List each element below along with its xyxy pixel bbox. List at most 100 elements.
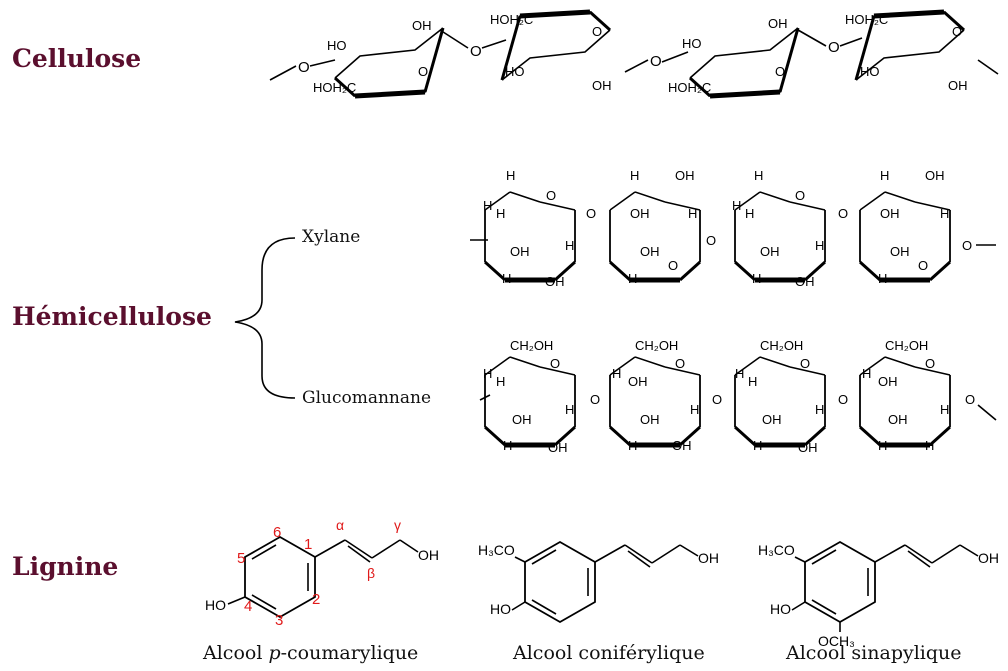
atom-ch2oh: CH₂OH — [760, 338, 803, 353]
atom-oh: OH — [672, 438, 692, 453]
atom-h3co: H₃CO — [478, 542, 515, 558]
ring-number-4: 4 — [244, 598, 252, 615]
sinapyl-alcohol-caption: Alcool sinapylique — [786, 642, 962, 664]
atom-o: O — [675, 356, 685, 371]
atom-o: O — [706, 233, 716, 248]
ring-number-3: 3 — [275, 612, 283, 629]
atom-oh: OH — [880, 206, 900, 221]
atom-h: H — [878, 438, 887, 453]
atom-h: H — [690, 402, 699, 417]
alpha-label: α — [336, 517, 344, 533]
atom-h: H — [732, 198, 741, 213]
caption-italic-p: p — [268, 642, 281, 664]
atom-h: H — [925, 438, 934, 453]
atom-h: H — [815, 238, 824, 253]
atom-h: H — [565, 238, 574, 253]
atom-oh: OH — [890, 244, 910, 259]
atom-h: H — [565, 402, 574, 417]
atom-o: O — [546, 188, 556, 203]
atom-oh: OH — [510, 244, 530, 259]
atom-oh: OH — [512, 412, 532, 427]
atom-oh: OH — [795, 274, 815, 289]
sinapyl-alcohol-structure: OH H₃CO HO OCH₃ — [758, 541, 999, 649]
atom-oh: OH — [978, 550, 999, 566]
atom-hoh2c: HOH₂C — [313, 80, 356, 95]
atom-o: O — [795, 188, 805, 203]
atom-oh: OH — [640, 412, 660, 427]
atom-oh: OH — [925, 168, 945, 183]
atom-oh: OH — [948, 78, 968, 93]
atom-oh: OH — [798, 440, 818, 455]
lignine-label: Lignine — [12, 552, 119, 581]
atom-oh: OH — [412, 18, 432, 33]
cellulose-label: Cellulose — [12, 44, 142, 73]
atom-o: O — [775, 64, 785, 79]
atom-ho: HO — [860, 64, 880, 79]
hemicellulose-brace — [234, 237, 296, 399]
glucomannane-structure: CH₂OH H H O OH H H OH O CH₂OH H OH O OH … — [479, 338, 997, 455]
atom-oh: OH — [760, 244, 780, 259]
atom-h: H — [735, 366, 744, 381]
atom-h: H — [862, 366, 871, 381]
caption-suffix: -coumarylique — [280, 642, 419, 664]
atom-h: H — [940, 206, 949, 221]
atom-h: H — [502, 271, 511, 286]
atom-h: H — [496, 206, 505, 221]
atom-o: O — [298, 59, 310, 76]
atom-ch2oh: CH₂OH — [885, 338, 928, 353]
atom-oh: OH — [628, 374, 648, 389]
atom-och3: OCH₃ — [818, 633, 855, 649]
atom-o: O — [965, 392, 975, 407]
atom-o: O — [962, 238, 972, 253]
atom-oh: OH — [878, 374, 898, 389]
ring-number-1: 1 — [304, 536, 312, 553]
atom-oh: OH — [545, 274, 565, 289]
atom-h: H — [503, 438, 512, 453]
ring-number-2: 2 — [312, 591, 320, 608]
atom-h: H — [880, 168, 889, 183]
xylane-structure: H H H O OH H H OH O H OH OH H OH H O O H… — [470, 168, 996, 289]
atom-o: O — [586, 206, 596, 221]
atom-ho: HO — [505, 64, 525, 79]
atom-o: O — [418, 64, 428, 79]
ring-number-6: 6 — [273, 524, 281, 541]
glucomannane-label: Glucomannane — [302, 388, 432, 408]
xylane-label: Xylane — [302, 227, 361, 247]
atom-h3co: H₃CO — [758, 542, 795, 558]
atom-o: O — [590, 392, 600, 407]
atom-h: H — [754, 168, 763, 183]
hemicellulose-label: Hémicellulose — [12, 302, 212, 331]
atom-h: H — [612, 366, 621, 381]
atom-o: O — [800, 356, 810, 371]
atom-ch2oh: CH₂OH — [510, 338, 553, 353]
atom-hoh2c: HOH₂C — [845, 12, 888, 27]
atom-h: H — [878, 271, 887, 286]
atom-h: H — [745, 206, 754, 221]
atom-hoh2c: HOH₂C — [490, 12, 533, 27]
atom-h: H — [815, 402, 824, 417]
atom-h: H — [753, 438, 762, 453]
atom-oh: OH — [762, 412, 782, 427]
coniferyl-alcohol-caption: Alcool coniférylique — [513, 642, 705, 664]
atom-oh: OH — [548, 440, 568, 455]
p-coumaryl-alcohol-structure: OH HO 1 2 3 4 5 6 α β γ — [205, 517, 439, 629]
coniferyl-alcohol-structure: OH H₃CO HO — [478, 541, 719, 623]
p-coumaryl-alcohol-caption: Alcool p-coumarylique — [203, 642, 418, 664]
atom-oh: OH — [418, 547, 439, 563]
atom-ho: HO — [770, 601, 791, 617]
atom-ho: HO — [205, 597, 226, 613]
atom-h: H — [940, 402, 949, 417]
atom-ho: HO — [682, 36, 702, 51]
gamma-label: γ — [394, 517, 401, 533]
atom-o: O — [650, 53, 662, 70]
atom-hoh2c: HOH₂C — [668, 80, 711, 95]
atom-h: H — [752, 271, 761, 286]
atom-h: H — [483, 198, 492, 213]
atom-o: O — [925, 356, 935, 371]
atom-oh: OH — [640, 244, 660, 259]
atom-o: O — [550, 356, 560, 371]
atom-oh: OH — [768, 16, 788, 31]
atom-o: O — [838, 206, 848, 221]
atom-oh: OH — [630, 206, 650, 221]
